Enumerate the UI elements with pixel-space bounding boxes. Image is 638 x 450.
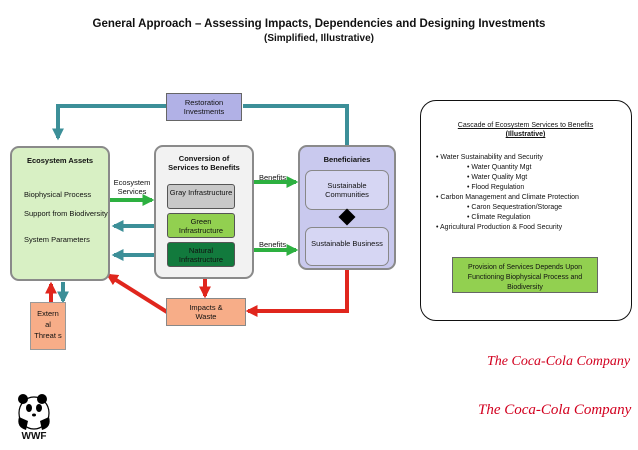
cascade-item: Caron Sequestration/Storage <box>436 203 579 213</box>
ecosystem-services-label: Ecosystem Services <box>113 178 151 196</box>
cascade-item: Climate Regulation <box>436 213 579 223</box>
ecosystem-asset-item: System Parameters <box>24 235 90 244</box>
restoration-investments-label: Restoration Investments <box>183 98 225 116</box>
sustainable-business-box: Sustainable Business <box>305 227 389 266</box>
beneficiaries-to-restoration-arrow <box>243 104 349 145</box>
restoration-to-assets-arrow <box>52 104 167 141</box>
gray-infrastructure-label: Gray Infrastructure <box>169 188 233 197</box>
gray-infrastructure-box: Gray Infrastructure <box>167 184 235 209</box>
impacts-to-assets-arrow <box>105 273 169 314</box>
cascade-note: Provision of Services Depends Upon Funct… <box>467 264 583 291</box>
beneficiaries-title: Beneficiaries <box>323 155 371 164</box>
ecosystem-assets-title: Ecosystem Assets <box>26 156 93 165</box>
cascade-item: Agricultural Production & Food Security <box>436 223 579 233</box>
ecosystem-assets-box: Ecosystem Assets Biophysical Process Sup… <box>10 146 110 281</box>
coca-cola-logo-1: The Coca-Cola Company <box>487 354 631 369</box>
external-threats-label: Extern al Threat s <box>34 309 62 340</box>
external-threats-box: Extern al Threat s <box>30 302 66 350</box>
benefits-label-top: Benefits <box>259 173 287 182</box>
page-title: General Approach – Assessing Impacts, De… <box>92 18 546 30</box>
conversion-title: Conversion of Services to Benefits <box>168 154 240 172</box>
cascade-note-box: Provision of Services Depends Upon Funct… <box>452 257 598 293</box>
green-infrastructure-box: Green Infrastructure <box>167 213 235 238</box>
impacts-waste-label: Impacts & Waste <box>189 303 223 321</box>
cascade-panel: Cascade of Ecosystem Services to Benefit… <box>420 100 632 321</box>
natural-infrastructure-box: Natural Infrastructure <box>167 242 235 267</box>
green-infrastructure-label: Green Infrastructure <box>178 217 224 235</box>
benefits-label-bottom: Benefits <box>259 240 287 249</box>
ecosystem-asset-item: Biophysical Process <box>24 190 92 199</box>
page-subtitle: (Simplified, Illustrative) <box>263 33 375 44</box>
cascade-subtitle: (Illustrative) <box>505 131 546 138</box>
cascade-item: Flood Regulation <box>436 183 579 193</box>
restoration-investments-box: Restoration Investments <box>166 93 242 121</box>
cascade-item: Water Sustainability and Security <box>436 153 579 163</box>
ecosystem-asset-item: Support from Biodiversity <box>24 209 108 218</box>
beneficiaries-to-impacts-arrow <box>245 270 349 317</box>
cascade-item: Water Quality Mgt <box>436 173 579 183</box>
natural-infrastructure-label: Natural Infrastructure <box>178 246 224 264</box>
cascade-list: Water Sustainability and SecurityWater Q… <box>436 153 579 233</box>
sustainable-communities-label: Sustainable Communities <box>325 181 369 199</box>
impacts-waste-box: Impacts & Waste <box>166 298 246 326</box>
wwf-logo: WWF <box>14 391 54 443</box>
cascade-item: Carbon Management and Climate Protection <box>436 193 579 203</box>
cascade-title: Cascade of Ecosystem Services to Benefit… <box>457 122 594 129</box>
sustainable-business-label: Sustainable Business <box>311 239 383 248</box>
cascade-item: Water Quantity Mgt <box>436 163 579 173</box>
coca-cola-logo-2: The Coca-Cola Company <box>478 402 632 418</box>
sustainable-communities-box: Sustainable Communities <box>305 170 389 210</box>
wwf-wordmark: WWF <box>21 431 47 442</box>
panda-icon <box>18 394 50 430</box>
